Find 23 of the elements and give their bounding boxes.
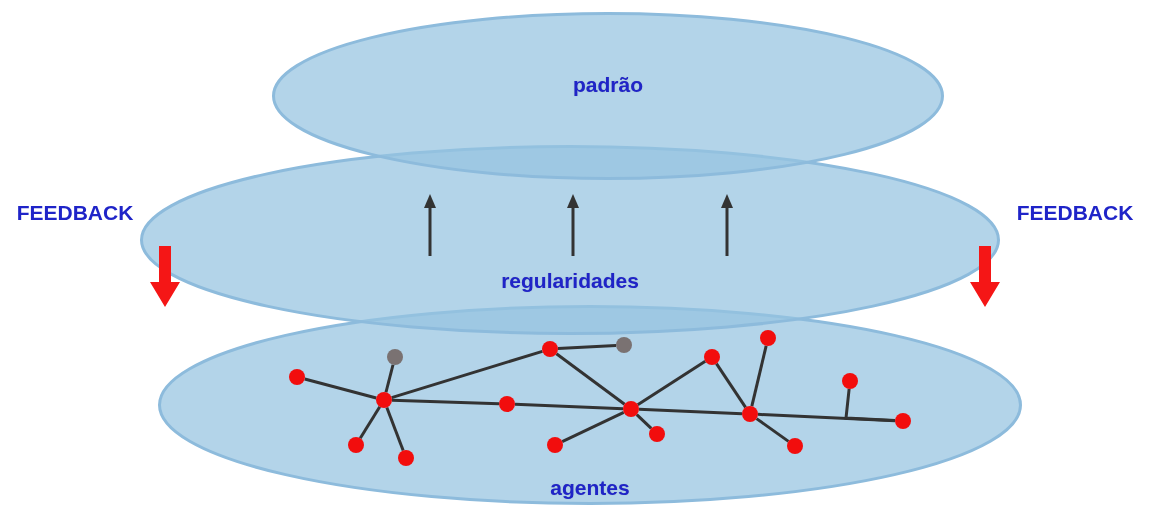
network-link xyxy=(391,349,543,400)
ellipse-layer xyxy=(272,12,944,180)
network-link xyxy=(636,360,707,406)
network-link xyxy=(514,402,624,411)
network-link xyxy=(638,407,743,416)
network-link xyxy=(557,343,617,351)
layer-label: padrão xyxy=(573,73,643,97)
network-link xyxy=(555,352,626,406)
layer-label: agentes xyxy=(550,476,630,500)
network-link xyxy=(715,362,747,409)
network-link xyxy=(755,417,790,443)
network-link xyxy=(750,345,768,407)
feedback-label: FEEDBACK xyxy=(16,201,134,225)
network-link xyxy=(844,388,896,423)
network-link xyxy=(304,377,377,400)
network-link xyxy=(635,413,653,430)
network-link xyxy=(384,364,395,393)
network-link xyxy=(358,406,382,439)
feedback-label: FEEDBACK xyxy=(1016,201,1134,225)
network-link xyxy=(391,398,500,406)
layer-label: regularidades xyxy=(501,269,639,293)
network-link xyxy=(561,411,625,443)
network-link xyxy=(385,406,405,452)
